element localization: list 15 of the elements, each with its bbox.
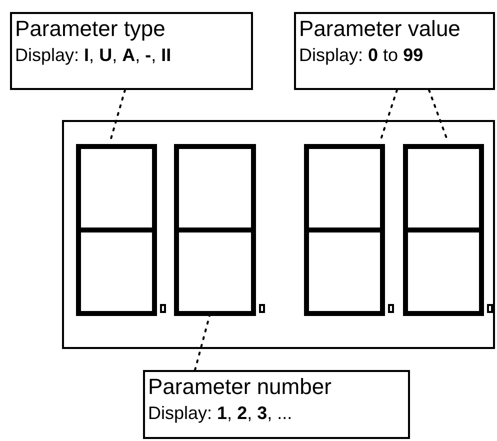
seven-segment-digit [403, 144, 484, 316]
callout-box [294, 12, 495, 90]
display-panel [62, 120, 495, 349]
callout-title: Parameter type [15, 15, 166, 43]
seven-segment-digit [76, 144, 157, 316]
leader-line [194, 313, 211, 371]
callout-box [143, 370, 410, 439]
callout-text: Display: 0 to 99 [299, 44, 424, 67]
callout-box [10, 12, 253, 90]
seven-segment-digit [304, 144, 385, 316]
callout-title: Parameter number [148, 373, 332, 401]
seven-segment-digit [174, 144, 256, 316]
callout-title: Parameter value [299, 15, 460, 43]
callout-text: Display: 1, 2, 3, ... [148, 402, 292, 425]
callout-text: Display: I, U, A, -, II [15, 44, 172, 67]
